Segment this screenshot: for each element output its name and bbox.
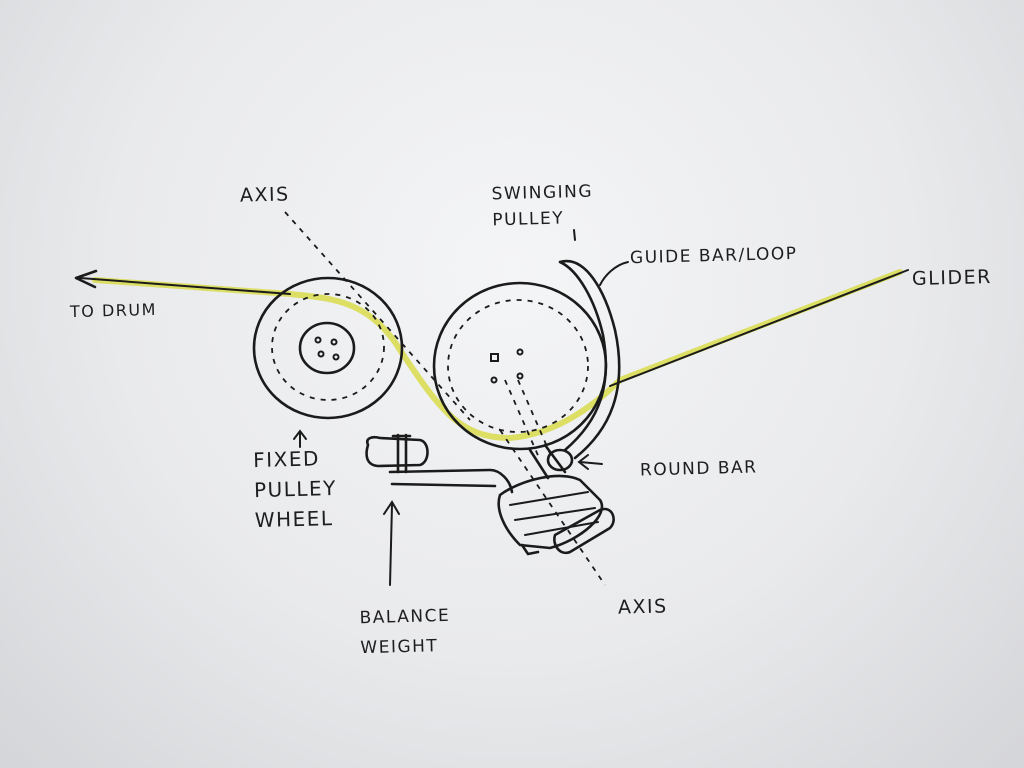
balance-weight-label-line2: WEIGHT [360,636,439,659]
swinging-pulley-label-line2: PULLEY [492,208,565,231]
swinging-pulley-label: SWINGING PULLEY [491,179,594,234]
round-bar [546,448,574,472]
fixed-pulley-arrow [293,429,307,448]
glider-label: GLIDER [911,265,993,291]
axis-label-top: AXIS [239,183,290,207]
swinging-pulley-label-line1: SWINGING [491,181,594,205]
axis-label-bottom: AXIS [617,595,668,619]
guide-bar-loop [558,259,621,460]
filament-ink-line [79,269,909,387]
guide-bar-leader [599,261,629,286]
swinging-pulley-leader [573,229,576,241]
round-bar-arrow [577,454,603,470]
guide-bar-label: GUIDE BAR/LOOP [629,243,798,269]
fixed-pulley-label: FIXED PULLEY WHEEL [253,443,338,535]
balance-weight-arrow [383,500,400,586]
bearing-assembly [388,443,615,556]
balance-weight-label-line1: BALANCE [359,605,451,629]
to-drum-arrowhead [74,269,98,289]
axis-line-top [284,211,471,421]
fixed-pulley-label-line3: WHEEL [254,506,334,533]
fixed-pulley-wheel [252,276,404,448]
fixed-pulley-label-line1: FIXED [252,446,321,473]
fixed-pulley-label-line2: PULLEY [253,475,338,503]
balance-weight-label: BALANCE WEIGHT [359,601,451,663]
axis-line-bottom [499,429,606,586]
balance-weight [365,433,429,586]
round-bar-label: ROUND BAR [639,457,758,481]
swinging-pulley [432,281,608,461]
to-drum-label: TO DRUM [69,299,158,322]
